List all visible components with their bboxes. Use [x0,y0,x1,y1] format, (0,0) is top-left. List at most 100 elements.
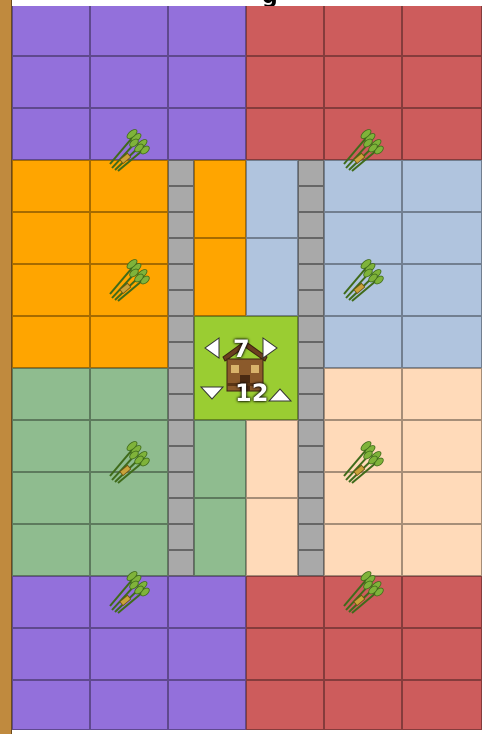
board-tile[interactable] [12,524,90,576]
road-tile [168,264,194,290]
wheat-bundle-icon [336,436,388,488]
road-tile [298,160,324,186]
road-tile [298,342,324,368]
wheat-bundle-icon [102,566,154,618]
wheat-bundle-icon [336,566,388,618]
top-number: 7 [233,335,250,363]
board-tile[interactable] [90,628,168,680]
board-tile[interactable] [246,576,324,628]
board-tile[interactable] [324,628,402,680]
road-tile [298,394,324,420]
board-tile[interactable] [246,108,324,160]
road-tile [168,238,194,264]
board-tile[interactable] [402,108,482,160]
board-tile[interactable] [12,420,90,472]
board-tile[interactable] [324,316,402,368]
wheat-bundle-icon [336,254,388,306]
road-tile [298,368,324,394]
board-tile[interactable] [194,498,246,576]
road-tile [298,316,324,342]
board-tile[interactable] [402,472,482,524]
board-tile[interactable] [168,680,246,730]
board-tile[interactable] [402,576,482,628]
board-tile[interactable] [402,680,482,730]
board-tile[interactable] [194,160,246,238]
road-tile [168,420,194,446]
board-tile[interactable] [168,56,246,108]
board-tile[interactable] [402,264,482,316]
road-tile [168,446,194,472]
arrow-up-icon[interactable] [267,381,293,411]
board-tile[interactable] [12,680,90,730]
road-tile [298,472,324,498]
wooden-frame [0,0,12,734]
road-tile [168,524,194,550]
game-board: 7 12 [12,4,482,734]
board-tile[interactable] [246,628,324,680]
road-tile [298,524,324,550]
road-tile [298,550,324,576]
wheat-bundle-icon [336,124,388,176]
board-tile[interactable] [194,238,246,316]
arrow-down-icon[interactable] [199,381,225,411]
board-tile[interactable] [90,368,168,420]
board-tile[interactable] [12,4,90,56]
board-tile[interactable] [402,368,482,420]
board-tile[interactable] [402,56,482,108]
wheat-bundle-icon [102,254,154,306]
road-tile [168,498,194,524]
road-tile [298,290,324,316]
road-tile [298,498,324,524]
bottom-number: 12 [235,379,268,407]
board-tile[interactable] [402,160,482,212]
board-tile[interactable] [246,680,324,730]
arrow-right-icon[interactable] [257,335,283,365]
road-tile [168,550,194,576]
road-tile [168,212,194,238]
board-tile[interactable] [246,238,298,316]
board-tile[interactable] [12,160,90,212]
board-tile[interactable] [402,212,482,264]
board-tile[interactable] [168,108,246,160]
board-tile[interactable] [12,576,90,628]
board-tile[interactable] [246,4,324,56]
board-tile[interactable] [324,680,402,730]
board-tile[interactable] [402,420,482,472]
road-tile [168,290,194,316]
board-tile[interactable] [246,420,298,498]
board-tile[interactable] [402,4,482,56]
board-tile[interactable] [12,316,90,368]
board-tile[interactable] [12,628,90,680]
board-tile[interactable] [194,420,246,498]
road-tile [168,394,194,420]
board-tile[interactable] [90,4,168,56]
board-tile[interactable] [90,680,168,730]
board-tile[interactable] [402,628,482,680]
board-tile[interactable] [90,56,168,108]
board-tile[interactable] [12,108,90,160]
board-tile[interactable] [12,56,90,108]
board-tile[interactable] [168,4,246,56]
board-tile[interactable] [12,264,90,316]
board-tile[interactable] [402,524,482,576]
board-tile[interactable] [12,212,90,264]
board-tile[interactable] [402,316,482,368]
road-tile [298,264,324,290]
board-tile[interactable] [12,472,90,524]
board-tile[interactable] [246,498,298,576]
board-tile[interactable] [168,576,246,628]
board-tile[interactable] [324,56,402,108]
board-tile[interactable] [324,4,402,56]
title-strip: g [12,0,482,6]
road-tile [168,186,194,212]
board-tile[interactable] [12,368,90,420]
board-tile[interactable] [324,368,402,420]
road-tile [298,238,324,264]
wheat-bundle-icon [102,436,154,488]
board-tile[interactable] [246,160,298,238]
arrow-left-icon[interactable] [199,335,225,365]
board-tile[interactable] [246,56,324,108]
board-tile[interactable] [90,316,168,368]
board-tile[interactable] [168,628,246,680]
center-building-tile[interactable]: 7 12 [194,316,298,420]
